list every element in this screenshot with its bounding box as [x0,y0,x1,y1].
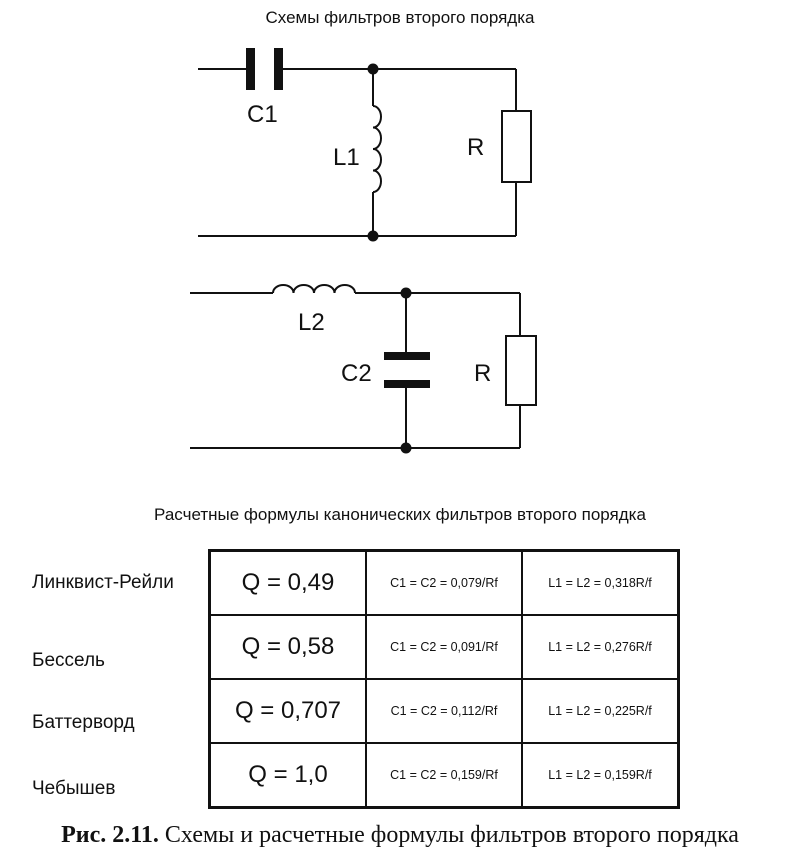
capacitance-formula: C1 = C2 = 0,159/Rf [365,742,523,809]
label-c2: C2 [341,360,372,387]
q-value: Q = 0,707 [208,678,367,744]
junction-dot [400,442,412,454]
resistor-r1 [501,110,532,183]
inductance-formula: L1 = L2 = 0,159R/f [521,742,680,809]
junction-dot [367,63,379,75]
figure-number: Рис. 2.11. [61,822,159,848]
table-row: Q = 0,58 C1 = C2 = 0,091/Rf L1 = L2 = 0,… [208,614,680,680]
resistor-r2 [505,335,537,406]
inductance-formula: L1 = L2 = 0,225R/f [521,678,680,744]
inductance-formula: L1 = L2 = 0,276R/f [521,614,680,680]
filter-name: Линквист-Рейли [32,572,174,593]
circuit-2-wires [190,292,521,449]
formula-table: Q = 0,49 C1 = C2 = 0,079/Rf L1 = L2 = 0,… [208,549,680,809]
inductance-formula: L1 = L2 = 0,318R/f [521,549,680,616]
circuit-schematics: C1 L1 R L2 C2 R [190,48,537,454]
label-l2: L2 [298,309,325,336]
q-value: Q = 0,58 [208,614,367,680]
filter-name: Чебышев [32,778,116,799]
inductor-l1 [372,105,382,193]
filter-name: Бессель [32,650,105,671]
diagram-title: Схемы фильтров второго порядка [265,8,535,27]
q-value: Q = 0,49 [208,549,367,616]
capacitor-c2-plate-top [384,352,430,360]
capacitor-c1-plate-right [274,48,283,90]
capacitor-c1-plate-left [246,48,255,90]
label-c1: C1 [247,101,278,128]
label-r2: R [474,360,491,387]
circuit-1-wires [198,68,517,237]
table-row: Q = 0,49 C1 = C2 = 0,079/Rf L1 = L2 = 0,… [208,549,680,616]
q-value: Q = 1,0 [208,742,367,809]
caption-text: Схемы и расчетные формулы фильтров второ… [164,822,739,848]
capacitance-formula: C1 = C2 = 0,091/Rf [365,614,523,680]
figure-caption: Рис. 2.11. Схемы и расчетные формулы фил… [0,822,800,849]
table-row: Q = 1,0 C1 = C2 = 0,159/Rf L1 = L2 = 0,1… [208,742,680,809]
table-title: Расчетные формулы канонических фильтров … [154,505,646,524]
capacitance-formula: C1 = C2 = 0,079/Rf [365,549,523,616]
filter-name: Баттерворд [32,712,135,733]
label-r1: R [467,134,484,161]
capacitance-formula: C1 = C2 = 0,112/Rf [365,678,523,744]
junction-dot [367,230,379,242]
junction-dot [400,287,412,299]
capacitor-c2-plate-bottom [384,380,430,388]
table-row: Q = 0,707 C1 = C2 = 0,112/Rf L1 = L2 = 0… [208,678,680,744]
label-l1: L1 [333,144,360,171]
inductor-l2 [272,284,356,294]
